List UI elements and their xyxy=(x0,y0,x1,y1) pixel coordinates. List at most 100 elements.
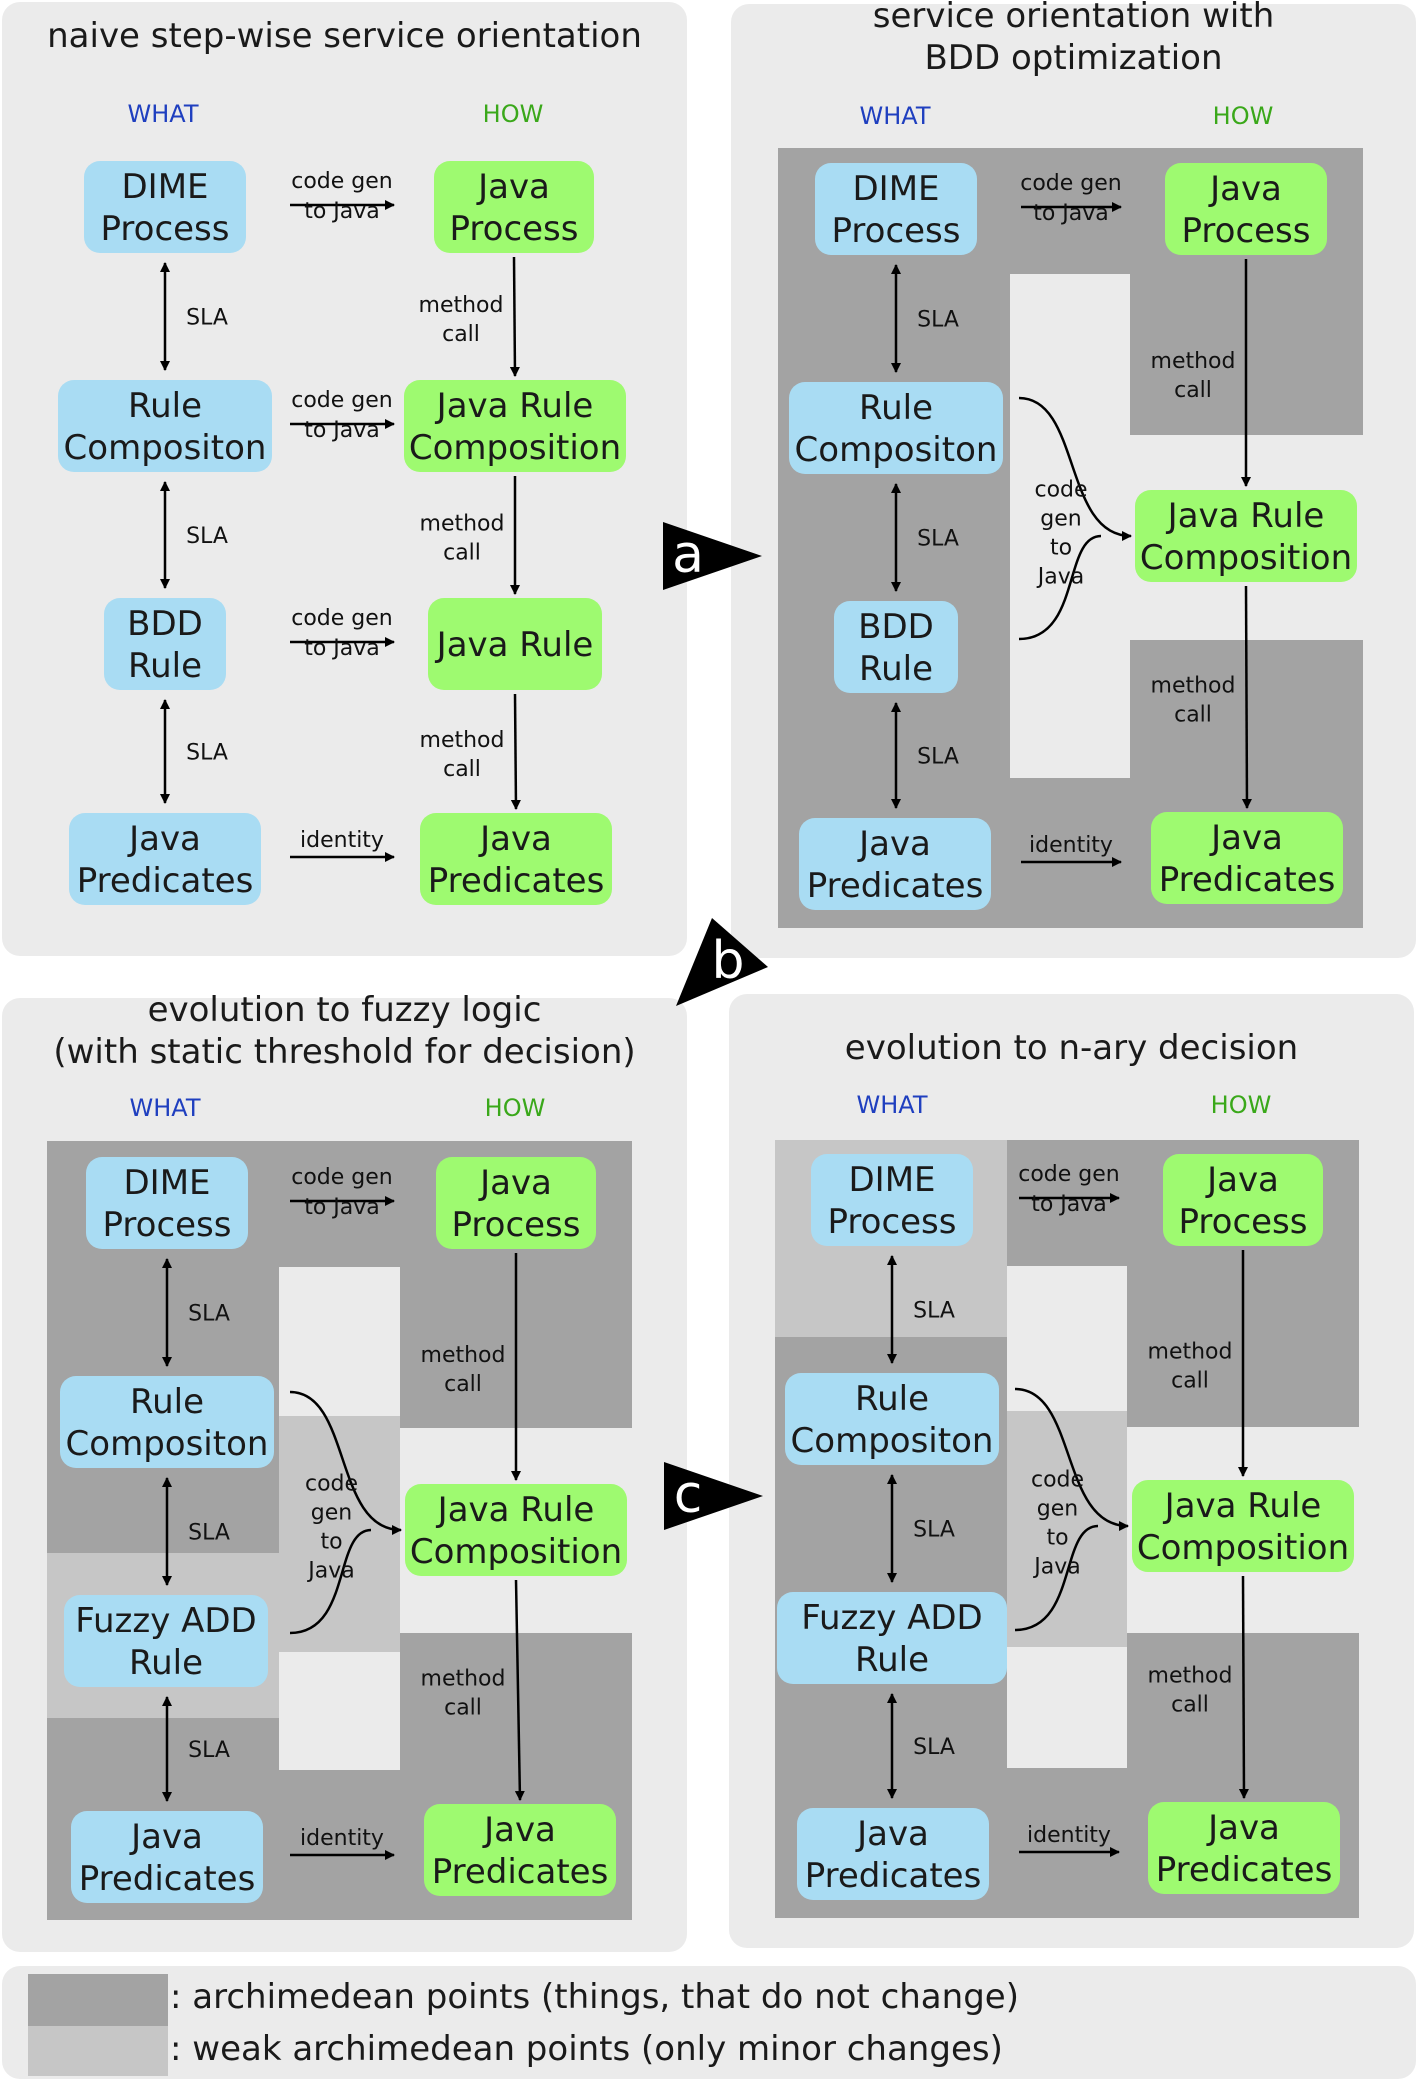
how-box xyxy=(1151,812,1343,904)
how-header: HOW xyxy=(1213,102,1274,130)
method-call-label-line: call xyxy=(444,1696,482,1721)
method-call-label-line: method xyxy=(1151,674,1236,699)
how-box-label-line: Java xyxy=(478,819,552,859)
method-call-arrow xyxy=(509,256,520,377)
sla-label: SLA xyxy=(913,1735,955,1760)
code-gen-label-line: to Java xyxy=(304,418,380,443)
what-box-label-line: DIME xyxy=(848,1160,935,1200)
what-box-label-line: BDD xyxy=(858,607,934,647)
panel-title-line: BDD optimization xyxy=(924,38,1222,78)
code-gen-merge-label-line: Java xyxy=(1032,1555,1080,1580)
legend-swatch-weak xyxy=(28,2026,168,2076)
how-box-label-line: Predicates xyxy=(1159,860,1336,900)
method-call-label-line: method xyxy=(421,1343,506,1368)
code-gen-label-line: code gen xyxy=(291,606,393,631)
method-call-label-line: call xyxy=(1174,378,1212,403)
method-call-label-line: call xyxy=(442,322,480,347)
how-box-label-line: Process xyxy=(450,209,579,249)
panel-title-line: (with static threshold for decision) xyxy=(53,1032,635,1072)
how-box-label-line: Composition xyxy=(1137,1528,1349,1568)
how-header: HOW xyxy=(485,1094,546,1122)
what-box-label-line: Compositon xyxy=(66,1424,269,1464)
method-call-label-line: call xyxy=(1174,703,1212,728)
arrows xyxy=(160,200,1252,1860)
what-box-label-line: Java xyxy=(855,1814,929,1854)
what-box xyxy=(777,1592,1007,1684)
code-gen-label-line: code gen xyxy=(291,388,393,413)
how-box-label-line: Java Rule xyxy=(435,625,594,665)
what-box-label-line: DIME xyxy=(852,169,939,209)
what-box-label-line: Rule xyxy=(129,1643,203,1683)
code-gen-merge-arrow xyxy=(1018,396,1132,541)
what-box xyxy=(84,161,246,253)
what-box xyxy=(811,1154,973,1246)
how-box-label-line: Predicates xyxy=(1156,1850,1333,1890)
method-call-arrow xyxy=(510,693,521,810)
code-gen-merge-arrow xyxy=(1014,1387,1129,1531)
sla-label: SLA xyxy=(917,308,959,333)
how-box-label-line: Composition xyxy=(1140,538,1352,578)
how-box-label-line: Java xyxy=(482,1810,556,1850)
sla-label: SLA xyxy=(186,524,228,549)
code-gen-merge-label-line: to xyxy=(1050,536,1072,561)
code-gen-merge-label-line: code xyxy=(1031,1468,1084,1493)
how-box-label-line: Java xyxy=(476,167,550,207)
method-call-label-line: call xyxy=(444,1372,482,1397)
legend-swatch-archimedean xyxy=(28,1974,168,2026)
code-gen-label-line: code gen xyxy=(1018,1162,1120,1187)
how-box-label-line: Java xyxy=(1205,1160,1279,1200)
how-box-label-line: Java Rule xyxy=(436,1490,595,1530)
code-gen-merge-label-line: to xyxy=(1046,1526,1068,1551)
sla-label: SLA xyxy=(188,1302,230,1327)
how-box-label-line: Predicates xyxy=(428,861,605,901)
what-box xyxy=(789,382,1003,474)
what-box-label-line: Rule xyxy=(855,1379,929,1419)
how-box xyxy=(428,598,602,690)
sla-label: SLA xyxy=(188,1521,230,1546)
transition-label: a xyxy=(672,525,704,585)
panel-title-line: naive step-wise service orientation xyxy=(47,16,642,56)
what-header: WHAT xyxy=(128,100,199,128)
what-box xyxy=(785,1373,999,1465)
what-box-label-line: Compositon xyxy=(791,1421,994,1461)
code-gen-label-line: code gen xyxy=(291,169,393,194)
how-box-label-line: Java Rule xyxy=(1163,1486,1322,1526)
what-box-label-line: Rule xyxy=(855,1640,929,1680)
how-box-label-line: Composition xyxy=(409,428,621,468)
method-call-label-line: method xyxy=(419,293,504,318)
code-gen-merge-label-line: code xyxy=(305,1472,358,1497)
what-box-label-line: Compositon xyxy=(64,428,267,468)
what-box-label-line: Fuzzy ADD xyxy=(801,1598,983,1638)
what-box xyxy=(60,1376,274,1468)
identity-label: identity xyxy=(300,828,384,853)
what-box-label-line: Java xyxy=(127,819,201,859)
code-gen-label-line: code gen xyxy=(291,1165,393,1190)
method-call-label-line: call xyxy=(1171,1693,1209,1718)
identity-label: identity xyxy=(1029,833,1113,858)
what-box-label-line: Rule xyxy=(859,649,933,689)
what-header: WHAT xyxy=(130,1094,201,1122)
transition-c-marker xyxy=(664,1462,763,1530)
how-box xyxy=(1148,1802,1340,1894)
what-box-label-line: DIME xyxy=(123,1163,210,1203)
how-box-label-line: Java Rule xyxy=(1166,496,1325,536)
how-box xyxy=(405,1484,627,1576)
code-gen-label-line: to Java xyxy=(304,636,380,661)
what-box-label-line: Java xyxy=(129,1817,203,1857)
how-box-label-line: Process xyxy=(1179,1202,1308,1242)
code-gen-merge-label-line: Java xyxy=(1036,565,1084,590)
what-box-label-line: Rule xyxy=(128,386,202,426)
code-gen-label-line: to Java xyxy=(304,199,380,224)
what-box xyxy=(834,601,958,693)
sla-label: SLA xyxy=(186,741,228,766)
method-call-label-line: call xyxy=(443,757,481,782)
legend-label-archimedean: : archimedean points (things, that do no… xyxy=(170,1977,1019,2017)
method-call-label-line: call xyxy=(443,541,481,566)
identity-label: identity xyxy=(1027,1823,1111,1848)
what-box-label-line: Fuzzy ADD xyxy=(75,1601,257,1641)
how-box-label-line: Java xyxy=(1206,1808,1280,1848)
sla-label: SLA xyxy=(188,1738,230,1763)
method-call-label-line: method xyxy=(420,728,505,753)
code-gen-merge-arrow xyxy=(289,1528,372,1635)
